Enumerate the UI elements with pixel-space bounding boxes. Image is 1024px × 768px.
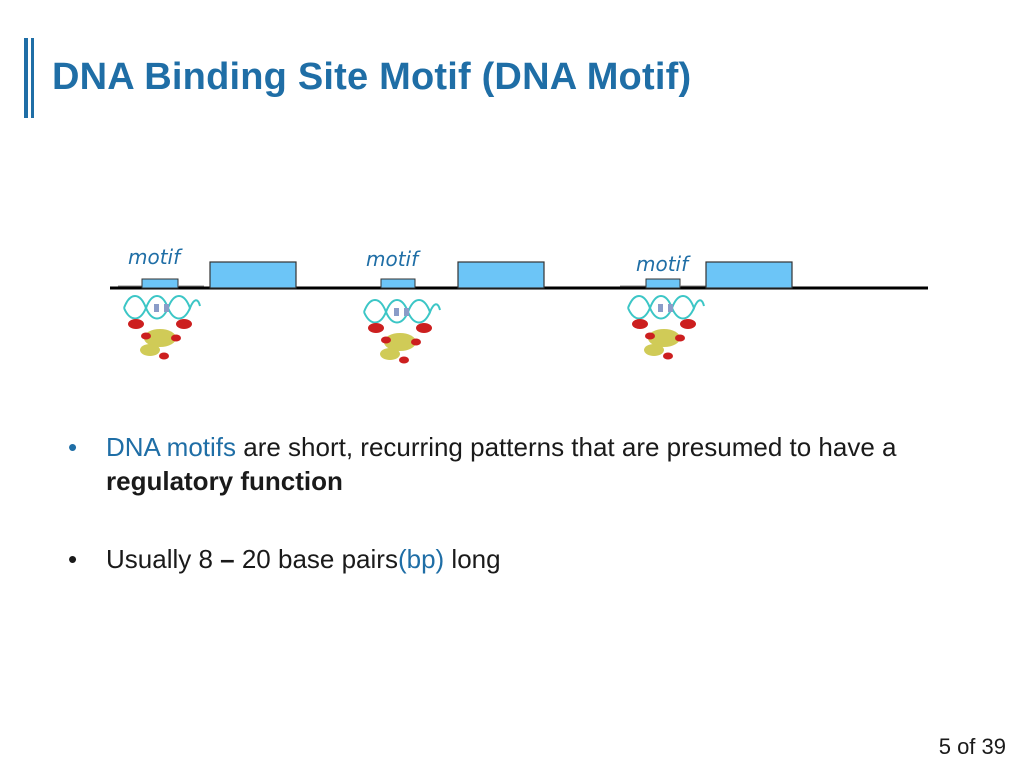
motif-label-1: motif [128,245,183,269]
motif-label-3: motif [636,252,691,276]
length-prefix: Usually 8 [106,544,221,574]
bullet-item-length: • Usually 8 – 20 base pairs(bp) long [60,542,960,576]
bullet-list: • DNA motifs are short, recurring patter… [60,430,960,620]
term-dna-motifs: DNA motifs [106,432,237,462]
title-accent-bar-thin [31,38,34,118]
gene-box-2 [457,261,545,289]
motif-site-2 [380,278,416,289]
gene-box-1 [209,261,297,289]
range-dash: – [220,544,235,574]
length-mid: 20 base pairs [234,544,398,574]
length-suffix: long [444,544,501,574]
motif-site-3 [620,278,706,289]
protein-dna-complex-2 [363,299,441,364]
term-bp: (bp) [397,544,445,574]
protein-dna-complex-3 [627,295,705,360]
motif-site-1 [118,278,204,289]
title-accent-bar [24,38,28,118]
dna-motif-diagram: motif motif motif [110,245,928,364]
slide-title: DNA Binding Site Motif (DNA Motif) [52,56,692,98]
page-number: 5 of 39 [938,734,1006,759]
term-regulatory-function: regulatory function [106,466,343,496]
bullet-dot: • [68,432,78,462]
bullet-dot: • [68,544,78,574]
bullet-item-definition: • DNA motifs are short, recurring patter… [60,430,960,498]
bullet-text: are short, recurring patterns that are p… [236,432,897,462]
protein-dna-complex-1 [123,295,201,360]
gene-box-3 [705,261,793,289]
motif-label-2: motif [366,247,421,271]
